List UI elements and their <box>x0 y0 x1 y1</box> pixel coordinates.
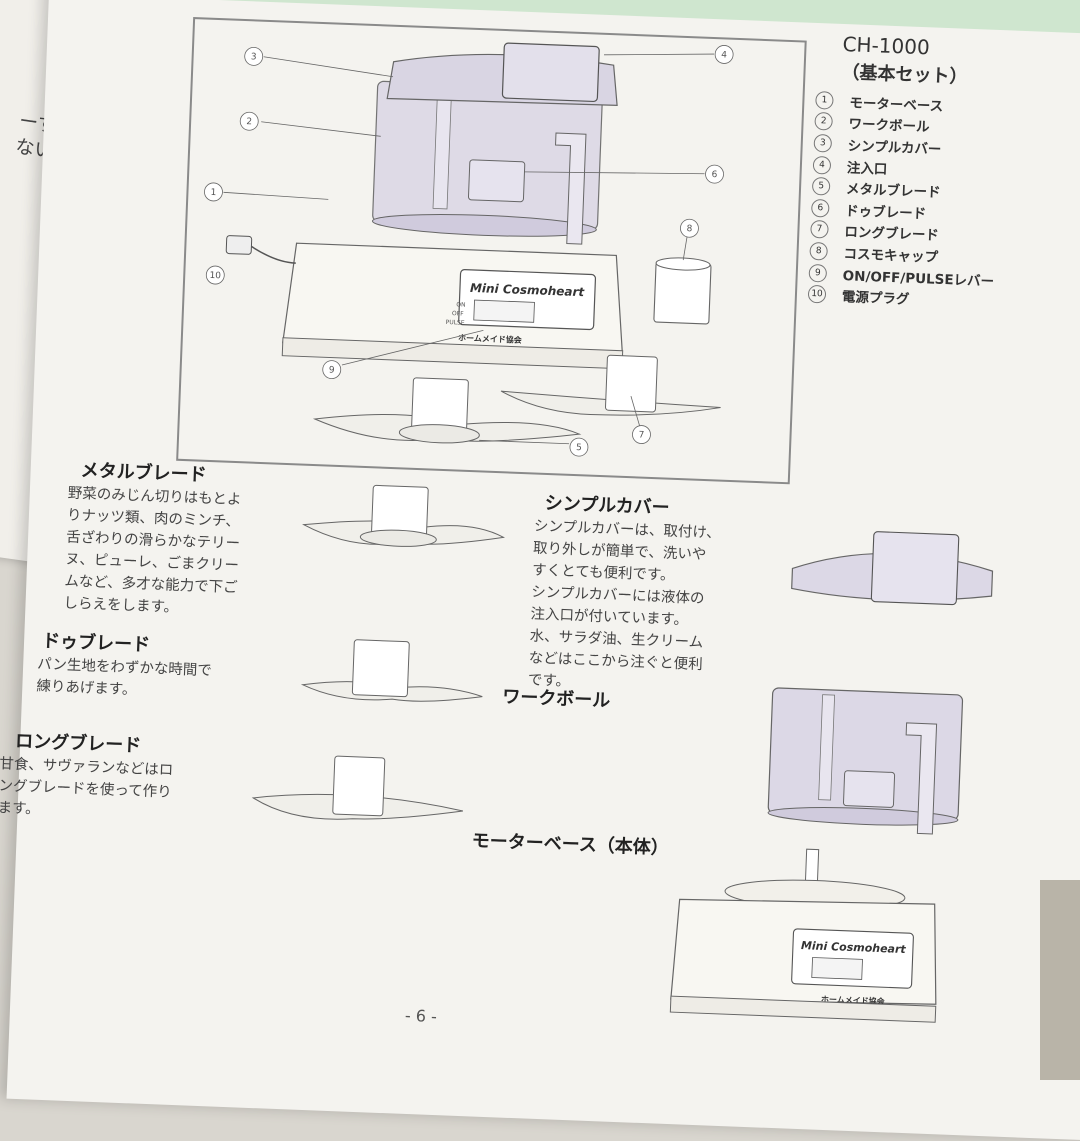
work-bowl-title: ワークボール <box>501 686 611 712</box>
simple-cover-illustration <box>791 531 994 606</box>
svg-text:7: 7 <box>638 430 644 440</box>
long-blade-description: 甘食、サヴァランなどはロ ングブレードを使って作り ます。 <box>0 753 174 826</box>
motor-base-title: モーターベース（本体） <box>471 830 670 859</box>
part-number: 1 <box>815 90 834 110</box>
diagram-maker: ホームメイド協会 <box>458 332 522 344</box>
part-label: ワークボール <box>848 116 930 136</box>
metal-blade-description: 野菜のみじん切りはもとよ りナッツ類、肉のミンチ、 舌ざわりの滑らかなテリー ヌ… <box>63 483 242 622</box>
simple-cover-title: シンプルカバー <box>544 492 671 519</box>
long-blade-title: ロングブレード <box>14 730 142 757</box>
diagram-brand: Mini Cosmoheart <box>470 281 586 299</box>
svg-text:1: 1 <box>210 188 216 198</box>
metal-blade-illustration <box>302 484 505 547</box>
dough-blade-description: パン生地をわずかな時間で 練りあげます。 <box>36 654 212 705</box>
part-number: 7 <box>810 220 829 239</box>
exploded-diagram: Mini Cosmoheart ON OFF PULSE ホームメイド協会 <box>204 42 734 457</box>
part-number: 8 <box>809 241 828 261</box>
model-heading: CH-1000 （基本セット） <box>841 32 969 89</box>
part-number: 3 <box>813 133 833 153</box>
background-corner <box>1040 880 1080 1080</box>
part-label: ドゥブレード <box>844 202 927 223</box>
part-number: 9 <box>808 263 828 283</box>
part-number: 5 <box>811 177 831 196</box>
diagram-switch-off: OFF <box>452 310 464 317</box>
dough-blade-illustration <box>300 639 483 702</box>
svg-text:2: 2 <box>246 117 252 127</box>
svg-text:9: 9 <box>329 365 335 375</box>
svg-text:10: 10 <box>209 271 221 281</box>
motor-base-illustration: Mini Cosmoheart ホームメイド協会 <box>669 848 937 1023</box>
motor-base-brand: Mini Cosmoheart <box>801 939 907 956</box>
long-blade-illustration <box>251 755 464 820</box>
model-subtitle: （基本セット） <box>841 61 968 88</box>
metal-blade-title: メタルブレード <box>80 460 207 486</box>
part-label: 電源プラグ <box>841 289 910 308</box>
part-label: シンプルカバー <box>847 138 942 158</box>
svg-text:6: 6 <box>711 170 717 180</box>
diagram-switch-on: ON <box>456 301 465 308</box>
model-title: CH-1000 <box>842 31 931 60</box>
simple-cover-description: シンプルカバーは、取付け、 取り外しが簡単で、洗いや すくとても便利です。 シン… <box>528 515 722 698</box>
page-number: - 6 - <box>404 1005 438 1027</box>
part-label: 注入口 <box>846 159 888 178</box>
svg-text:8: 8 <box>686 224 692 234</box>
diagram-switch-pulse: PULSE <box>446 319 465 327</box>
dough-blade-title: ドゥブレード <box>41 630 151 656</box>
svg-text:4: 4 <box>721 50 727 60</box>
part-label: コスモキャップ <box>843 246 939 266</box>
svg-text:5: 5 <box>576 443 582 453</box>
part-number: 2 <box>814 112 833 132</box>
exploded-diagram-frame: Mini Cosmoheart ON OFF PULSE ホームメイド協会 <box>176 17 807 485</box>
part-label: モーターベース <box>849 95 944 115</box>
part-number: 6 <box>810 198 830 218</box>
part-number: 4 <box>812 155 832 175</box>
part-label: ロングブレード <box>844 224 940 245</box>
svg-text:3: 3 <box>251 52 257 62</box>
work-bowl-illustration <box>767 687 964 835</box>
part-label: メタルブレード <box>845 181 941 202</box>
part-number: 10 <box>807 284 827 304</box>
